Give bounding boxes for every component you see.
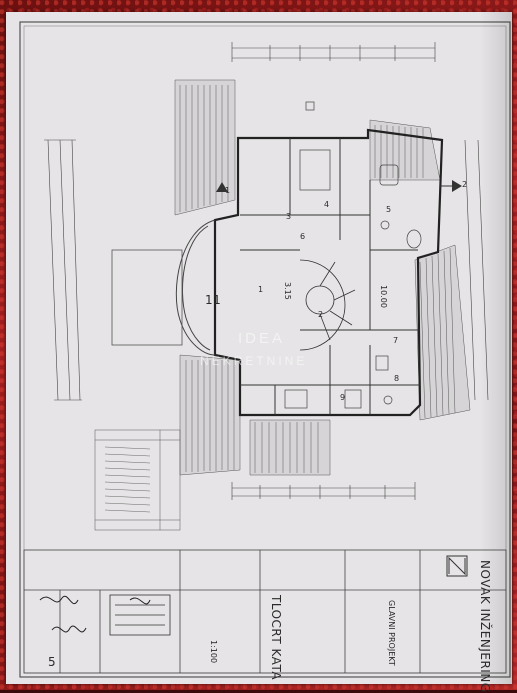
company-logo: [446, 555, 468, 577]
project-type: GLAVNI PROJEKT: [387, 600, 396, 666]
room-number: 5: [386, 205, 392, 214]
company-stamp: [109, 594, 171, 636]
company-name: NOVAK INŽENJERING: [478, 560, 492, 693]
interior-walls: [240, 138, 420, 415]
room-area: 10.00: [379, 285, 388, 308]
curved-terrace: [175, 219, 216, 356]
roof-right-top: [369, 119, 441, 181]
roof-left-top: [174, 79, 236, 216]
dimension-lines-bottom: [231, 482, 416, 500]
legend-text-lines: [104, 446, 151, 513]
room-area: 3.15: [283, 282, 292, 300]
room-number: 1: [258, 285, 264, 294]
left-balcony-outline: [111, 249, 183, 346]
room-number: 9: [340, 393, 346, 402]
room-number: 7: [393, 336, 399, 345]
section-marker-top: [440, 180, 462, 192]
section-marker-left: [216, 182, 228, 192]
spiral-staircase: [299, 259, 356, 351]
room-number: 2: [318, 310, 324, 319]
roof-right-bottom: [414, 244, 471, 421]
room-number: 11: [205, 293, 222, 307]
roof-bottom-strip: [249, 419, 331, 476]
exterior-walls: [213, 128, 444, 417]
dimension-lines-top: [231, 42, 436, 62]
sheet-number: 5: [48, 655, 57, 669]
room-number: 3: [286, 212, 292, 221]
watermark-line2: NEKRETNINE: [200, 354, 308, 368]
handwritten-signatures: [39, 595, 151, 633]
room-number: 4: [324, 200, 330, 209]
fold-shadow: [480, 12, 512, 684]
drawing-title: TLOCRT KATA: [269, 595, 283, 681]
room-number: 8: [394, 374, 400, 383]
drawing-scale: 1:100: [209, 640, 218, 664]
room-number: 6: [300, 232, 306, 241]
dimension-lines-left: [44, 139, 82, 401]
axis-label: 2: [462, 180, 468, 189]
axis-label: 1: [225, 186, 231, 195]
roof-left-bottom: [179, 354, 241, 476]
title-block: [23, 549, 507, 674]
watermark-line1: IDEA: [238, 330, 286, 347]
room-legend-table: [94, 429, 181, 531]
bathroom-fixtures: [284, 101, 422, 409]
